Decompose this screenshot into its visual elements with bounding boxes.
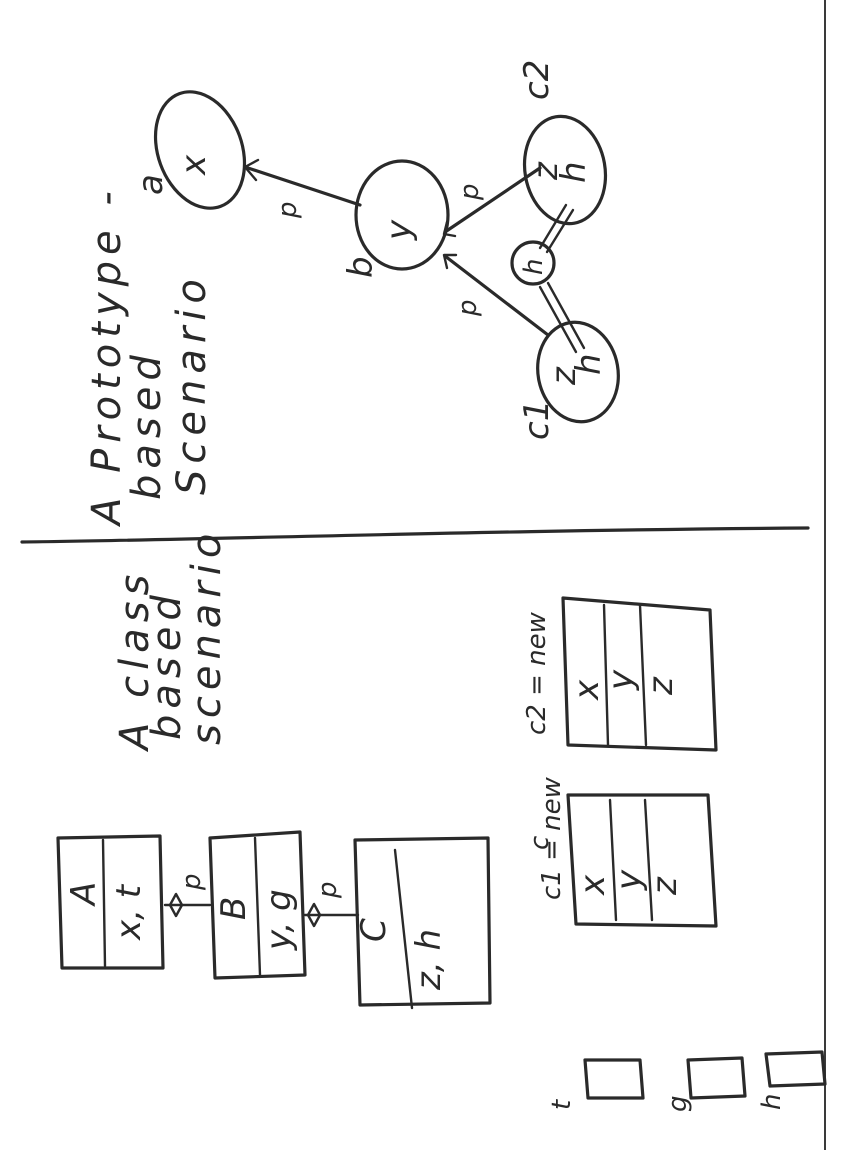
class-a-name: A: [64, 882, 104, 907]
edge-c1-to-b: [443, 254, 550, 337]
edge-label-c1-b: p: [453, 299, 483, 317]
arrowhead-a: [243, 158, 260, 182]
legend: t g h: [547, 1050, 827, 1112]
legend-label-t: t: [547, 1099, 577, 1110]
node-shared-h: h: [510, 240, 556, 286]
prototype-edges: p p p: [243, 158, 586, 354]
node-shared-h-field: h: [519, 259, 549, 275]
legend-box-g: [686, 1056, 747, 1100]
arrowhead-b-top: [442, 220, 457, 238]
link-label-a-b: p: [177, 873, 207, 891]
node-c1-field-1: z: [544, 366, 584, 386]
edge-c1-to-shared-2: [538, 285, 578, 354]
class-box-b: B y, g: [208, 830, 307, 980]
prototype-title-line-1: A Prototype -: [84, 185, 130, 528]
instance-c1-label: c1 = new: [537, 776, 567, 900]
class-links: p p: [163, 873, 360, 928]
edge-c2-to-shared-2: [545, 208, 575, 254]
class-b-name: B: [214, 897, 254, 920]
node-c1-name: c1: [517, 400, 557, 440]
node-a-name: a: [131, 174, 171, 195]
node-c2: z h c2: [517, 60, 608, 226]
instance-c2-field-y: y: [601, 669, 641, 691]
edge-c1-to-shared-1: [546, 281, 586, 350]
edge-c2-to-b: [443, 166, 542, 234]
node-c2-field-2: h: [554, 161, 594, 183]
instance-c1-field-z: z: [645, 876, 685, 896]
instance-c1: c1 = new c x y z: [525, 776, 718, 928]
edge-c2-to-shared-1: [538, 203, 568, 250]
instance-c1-field-x: x: [573, 874, 613, 896]
node-a-field: x: [174, 154, 214, 176]
instance-c1-field-y: y: [609, 869, 649, 891]
node-c2-field-1: z: [526, 161, 566, 181]
class-title-line-3: scenario: [184, 528, 230, 745]
link-label-b-c: p: [313, 881, 343, 899]
edge-b-to-a: [246, 166, 362, 207]
instance-c2: c2 = new x y z: [522, 596, 718, 752]
class-a-fields: x, t: [109, 883, 149, 941]
legend-box-t: [583, 1058, 645, 1100]
node-b: y b: [341, 159, 450, 278]
instance-c2-field-x: x: [567, 679, 607, 701]
legend-label-g: g: [663, 1095, 693, 1112]
class-c-name: C: [354, 918, 394, 942]
prototype-title-line-2: based: [124, 349, 170, 500]
section-divider: [20, 526, 810, 544]
legend-label-h: h: [757, 1094, 787, 1110]
node-b-name: b: [341, 256, 381, 278]
instance-c2-field-z: z: [641, 676, 681, 696]
class-box-c: C z, h: [353, 836, 492, 1010]
edge-label-b-a: p: [273, 201, 303, 219]
node-c1-field-2: h: [569, 353, 609, 375]
class-box-a: A x, t: [56, 834, 165, 970]
node-c2-name: c2: [517, 60, 557, 100]
edge-label-c2-b: p: [455, 183, 485, 201]
node-b-field: y: [379, 219, 419, 241]
class-title: A class based scenario: [112, 528, 230, 753]
class-title-line-2: based: [144, 589, 190, 740]
prototype-title-line-3: Scenario: [169, 273, 215, 495]
class-c-fields: z, h: [409, 929, 449, 991]
prototype-title: A Prototype - based Scenario: [84, 185, 215, 528]
node-c1: z h c1: [517, 320, 620, 440]
class-title-line-1: A class: [112, 569, 158, 753]
instance-c1-label-2: c: [525, 836, 555, 850]
link-b-c-head: [306, 902, 322, 928]
arrowhead-b-bottom: [442, 253, 458, 270]
node-a: x a: [131, 90, 247, 210]
class-b-fields: y, g: [259, 889, 299, 951]
instance-c2-label: c2 = new: [522, 611, 552, 735]
legend-box-h: [764, 1050, 827, 1088]
link-a-b-head: [168, 892, 184, 918]
